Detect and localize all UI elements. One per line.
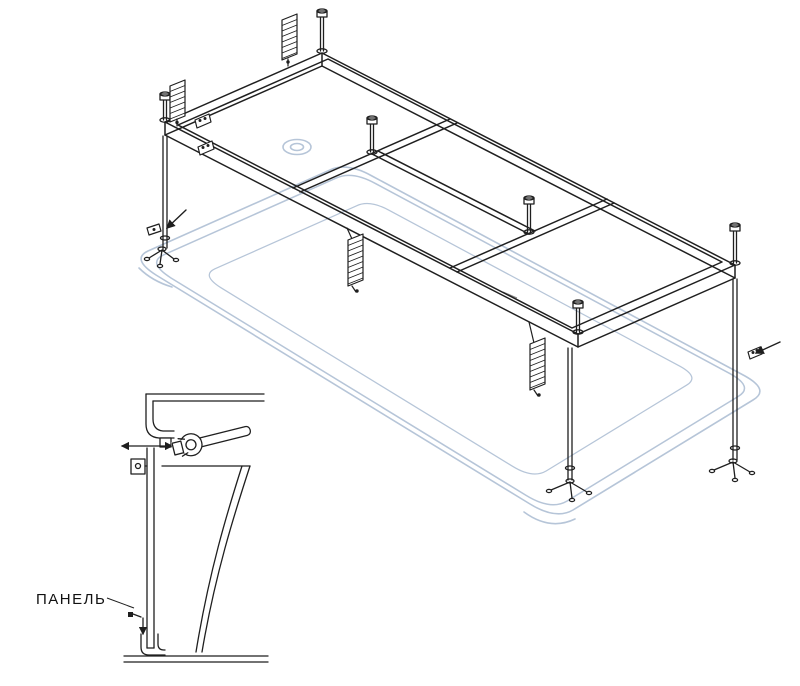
- tub-apron-edge-left: [138, 267, 173, 288]
- label-leader-line: [106, 597, 135, 609]
- support-legs: [143, 135, 756, 503]
- support-leg: [708, 278, 756, 483]
- panel-section: [128, 447, 166, 656]
- frame-center-rail: [371, 150, 536, 235]
- threaded-rod: [159, 91, 171, 123]
- threaded-rod: [366, 115, 378, 155]
- panel-floor-clip: [128, 612, 166, 656]
- wall-bracket: [528, 321, 546, 397]
- frame-ink: [120, 8, 781, 663]
- bathtub-outline: [138, 138, 761, 525]
- clamp-bracket: [194, 113, 212, 129]
- clamp-bracket: [197, 140, 215, 156]
- panel-label: ПАНЕЛЬ: [36, 591, 106, 608]
- threaded-rod: [729, 222, 741, 266]
- frame-corner-posts: [164, 52, 736, 348]
- support-leg: [143, 135, 180, 269]
- floor-line: [123, 655, 269, 663]
- tub-basin: [208, 202, 693, 475]
- leveling-foot: [545, 478, 593, 503]
- clamp-bracket: [747, 346, 763, 360]
- threaded-rod: [316, 8, 328, 54]
- attach-arrow-left: [166, 209, 187, 229]
- frame-lower-rail: [164, 65, 736, 348]
- threaded-rods: [159, 8, 741, 335]
- wall-bracket: [346, 227, 364, 293]
- direction-arrows: [166, 209, 781, 354]
- clamp-brackets: [146, 113, 763, 360]
- attach-arrow-right: [754, 341, 781, 354]
- detail-inset: [120, 393, 269, 663]
- clamp-bracket: [146, 223, 162, 236]
- threaded-rod: [572, 299, 584, 335]
- overflow-drain-icon: [282, 138, 312, 156]
- leveling-foot: [143, 246, 180, 269]
- tub-apron-edge-front: [523, 511, 576, 525]
- frame-inner-rail: [177, 58, 723, 329]
- panel-top-clip: [130, 458, 148, 475]
- wall-brackets: [169, 13, 546, 397]
- leveling-foot: [708, 458, 756, 483]
- wall-bracket: [169, 79, 186, 127]
- support-frame: [164, 52, 736, 348]
- tub-face-section: [161, 465, 251, 653]
- threaded-rod: [523, 195, 535, 235]
- wall-bracket: [281, 13, 298, 67]
- support-leg: [545, 347, 593, 503]
- wrench-icon: [170, 425, 252, 457]
